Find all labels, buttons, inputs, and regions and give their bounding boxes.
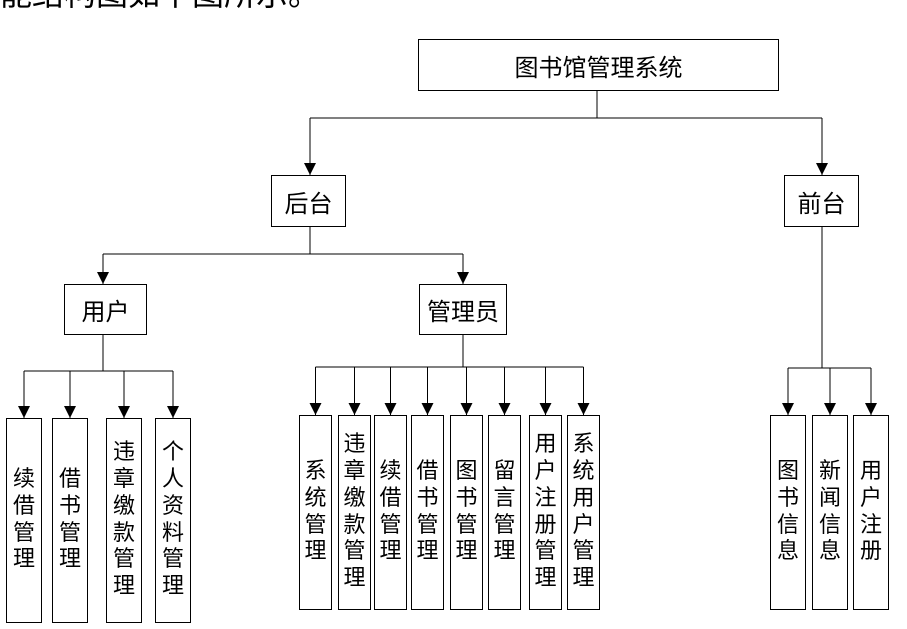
- node-user: 用户: [64, 284, 147, 335]
- leaf-char: 册: [859, 539, 882, 565]
- leaf-char: 注: [534, 485, 557, 511]
- leaf-char: 图: [776, 458, 799, 484]
- user-item-leaf: 个人资料管理: [155, 418, 191, 623]
- front-item-leaf: 新闻信息: [812, 415, 848, 610]
- leaf-char: 款: [343, 512, 366, 538]
- leaf-char: 管: [161, 547, 184, 573]
- front-item-leaf: 用户注册: [853, 415, 889, 610]
- node-root: 图书馆管理系统: [418, 39, 779, 91]
- leaf-char: 系: [572, 432, 595, 458]
- leaf-char: 章: [343, 458, 366, 484]
- leaf-char: 管: [343, 539, 366, 565]
- leaf-char: 理: [343, 566, 366, 592]
- leaf-char: 管: [455, 512, 478, 538]
- leaf-char: 理: [572, 566, 595, 592]
- leaf-char: 用: [859, 458, 882, 484]
- leaf-char: 闻: [818, 485, 841, 511]
- leaf-char: 注: [859, 512, 882, 538]
- leaf-char: 图: [455, 458, 478, 484]
- leaf-char: 个: [161, 440, 184, 466]
- leaf-char: 缴: [343, 485, 366, 511]
- leaf-char: 违: [112, 440, 135, 466]
- leaf-char: 用: [572, 485, 595, 511]
- leaf-char: 管: [304, 512, 327, 538]
- user-item-leaf: 借书管理: [52, 418, 88, 623]
- leaf-char: 信: [818, 512, 841, 538]
- leaf-char: 理: [161, 574, 184, 600]
- leaf-char: 户: [859, 485, 882, 511]
- user-item-leaf: 违章缴款管理: [106, 418, 142, 623]
- leaf-char: 理: [534, 566, 557, 592]
- leaf-char: 章: [112, 466, 135, 492]
- leaf-char: 借: [12, 493, 35, 519]
- leaf-char: 息: [818, 539, 841, 565]
- leaf-char: 册: [534, 512, 557, 538]
- leaf-char: 户: [534, 458, 557, 484]
- leaf-char: 理: [416, 539, 439, 565]
- leaf-char: 书: [416, 485, 439, 511]
- leaf-char: 管: [534, 539, 557, 565]
- node-backend: 后台: [271, 175, 346, 227]
- admin-item-leaf: 系统用户管理: [567, 415, 600, 610]
- leaf-char: 资: [161, 493, 184, 519]
- admin-item-leaf: 留言管理: [488, 415, 521, 610]
- leaf-char: 管: [12, 520, 35, 546]
- leaf-char: 管: [493, 512, 516, 538]
- leaf-char: 借: [379, 485, 402, 511]
- leaf-char: 续: [379, 458, 402, 484]
- leaf-char: 理: [493, 539, 516, 565]
- leaf-char: 管: [112, 547, 135, 573]
- leaf-char: 违: [343, 432, 366, 458]
- leaf-char: 新: [818, 458, 841, 484]
- leaf-char: 借: [58, 466, 81, 492]
- leaf-char: 管: [58, 520, 81, 546]
- leaf-char: 信: [776, 512, 799, 538]
- leaf-char: 缴: [112, 493, 135, 519]
- leaf-char: 统: [572, 458, 595, 484]
- admin-item-leaf: 系统管理: [299, 415, 332, 610]
- admin-item-leaf: 借书管理: [411, 415, 444, 610]
- leaf-char: 管: [416, 512, 439, 538]
- leaf-char: 系: [304, 458, 327, 484]
- leaf-char: 理: [112, 574, 135, 600]
- leaf-char: 料: [161, 520, 184, 546]
- leaf-char: 统: [304, 485, 327, 511]
- leaf-char: 理: [58, 547, 81, 573]
- leaf-char: 书: [58, 493, 81, 519]
- leaf-char: 管: [379, 512, 402, 538]
- admin-item-leaf: 图书管理: [450, 415, 483, 610]
- leaf-char: 理: [379, 539, 402, 565]
- node-admin: 管理员: [419, 284, 507, 335]
- admin-item-leaf: 续借管理: [374, 415, 407, 610]
- leaf-char: 续: [12, 466, 35, 492]
- leaf-char: 息: [776, 539, 799, 565]
- leaf-char: 管: [572, 539, 595, 565]
- leaf-char: 用: [534, 432, 557, 458]
- admin-item-leaf: 用户注册管理: [529, 415, 562, 610]
- leaf-char: 款: [112, 520, 135, 546]
- leaf-char: 留: [493, 458, 516, 484]
- caption-text: 能结构图如下图所示。: [0, 0, 320, 14]
- leaf-char: 书: [776, 485, 799, 511]
- front-item-leaf: 图书信息: [770, 415, 806, 610]
- user-item-leaf: 续借管理: [6, 418, 42, 623]
- leaf-char: 人: [161, 466, 184, 492]
- admin-item-leaf: 违章缴款管理: [338, 415, 371, 610]
- leaf-char: 书: [455, 485, 478, 511]
- node-frontend: 前台: [784, 175, 859, 227]
- leaf-char: 言: [493, 485, 516, 511]
- leaf-char: 理: [304, 539, 327, 565]
- leaf-char: 借: [416, 458, 439, 484]
- leaf-char: 理: [12, 547, 35, 573]
- leaf-char: 理: [455, 539, 478, 565]
- leaf-char: 户: [572, 512, 595, 538]
